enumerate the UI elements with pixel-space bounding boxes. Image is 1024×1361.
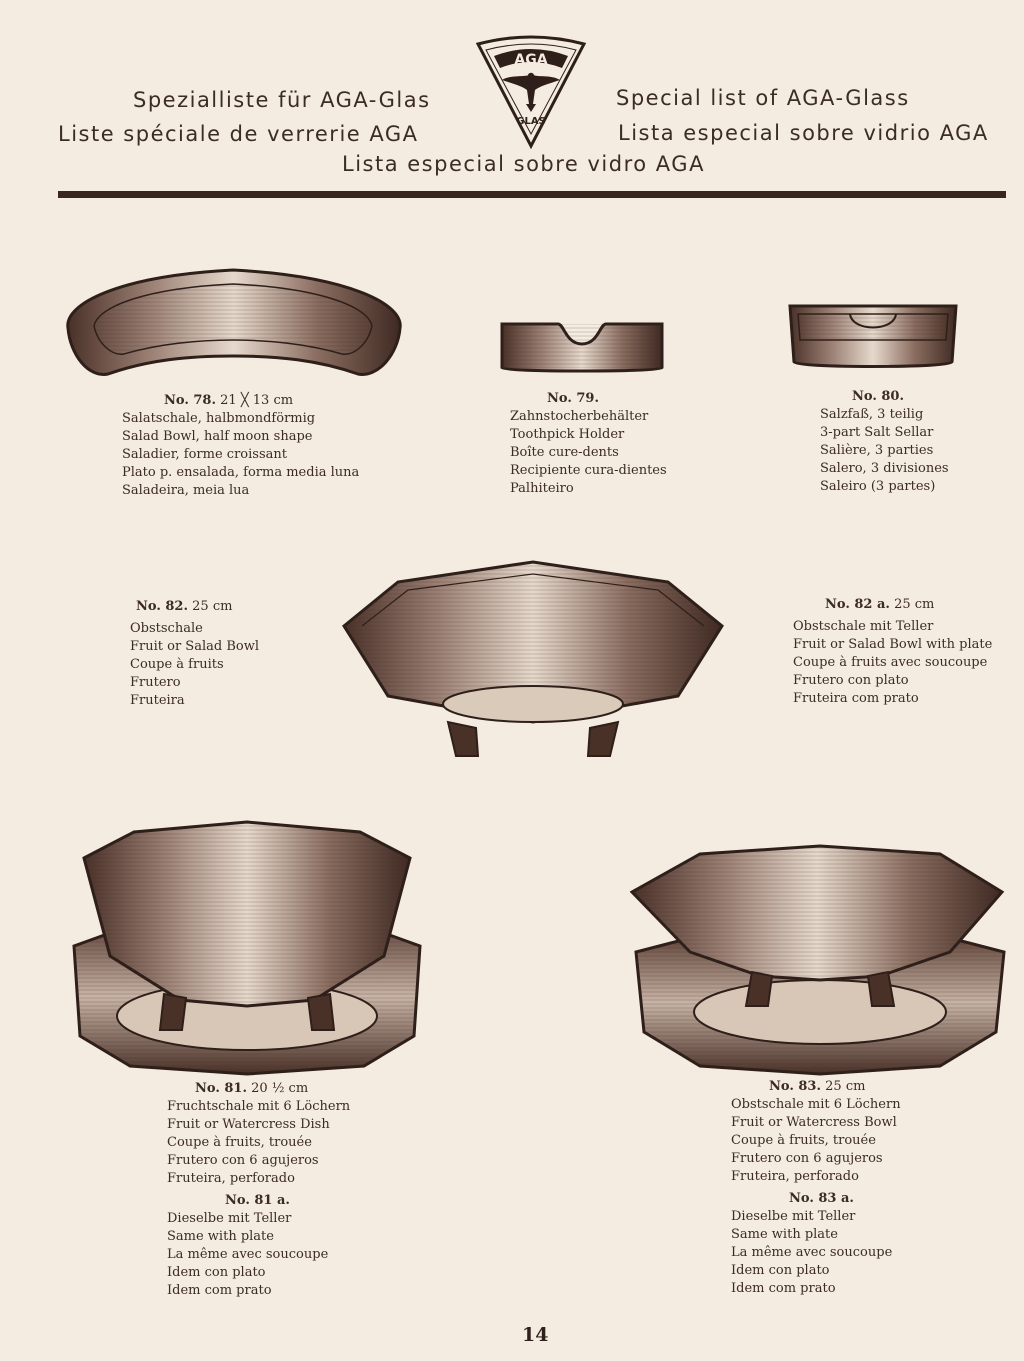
item-83a-line: Idem com prato [731,1281,836,1296]
item-78-line: Salatschale, halbmondförmig [122,411,316,426]
item-79-description: No. 79. Zahnstocherbehälter Toothpick Ho… [510,390,667,498]
item-82a-line: Coupe à fruits avec soucoupe [793,655,988,670]
fruit-bowl-82-illustration [342,560,724,757]
item-83-line: Fruteira, perforado [731,1169,859,1184]
item-78-line: Plato p. ensalada, forma media luna [122,465,360,480]
item-79-number: No. 79. [547,391,599,406]
item-82-number: No. 82. [136,599,188,614]
item-81-number: No. 81. [195,1081,247,1096]
item-83-line: Fruit or Watercress Bowl [731,1115,897,1130]
item-79-line: Zahnstocherbehälter [510,409,649,424]
item-82-description: No. 82. 25 cm Obstschale Fruit or Salad … [130,598,259,710]
eagle-icon [502,72,560,112]
item-82-line: Fruit or Salad Bowl [130,639,259,654]
logo-top-text: AGA [514,52,547,68]
item-83-description: No. 83. 25 cm Obstschale mit 6 Löchern F… [731,1078,901,1298]
item-80-line: Salière, 3 parties [820,443,934,458]
item-80-description: No. 80. Salzfaß, 3 teilig 3-part Salt Se… [820,388,949,496]
header-french: Liste spéciale de verrerie AGA [58,122,419,146]
logo-bottom-text: GLAS [516,116,546,127]
item-78-line: Saladier, forme croissant [122,447,287,462]
item-82a-line: Fruit or Salad Bowl with plate [793,637,993,652]
item-79-line: Palhiteiro [510,481,574,496]
item-78-line: Salad Bowl, half moon shape [122,429,313,444]
item-83-line: Frutero con 6 agujeros [731,1151,883,1166]
item-80-line: 3-part Salt Sellar [820,425,934,440]
item-83a-line: Same with plate [731,1227,838,1242]
item-81-line: Fruit or Watercress Dish [167,1117,330,1132]
item-81-line: Frutero con 6 agujeros [167,1153,319,1168]
item-81a-line: Idem com prato [167,1283,272,1298]
item-81-size: 20 ½ cm [251,1081,309,1096]
fruit-bowl-83-illustration [630,844,1006,1076]
item-82a-description: No. 82 a. 25 cm Obstschale mit Teller Fr… [793,596,992,708]
salad-bowl-78-illustration [66,268,402,376]
item-79-line: Toothpick Holder [510,427,625,442]
item-81a-line: Same with plate [167,1229,274,1244]
item-78-line: Saladeira, meia lua [122,483,250,498]
item-82a-line: Frutero con plato [793,673,909,688]
item-81-line: Coupe à fruits, trouée [167,1135,312,1150]
item-78-number: No. 78. [164,393,216,408]
salt-cellar-80-illustration [788,304,958,368]
item-83-size: 25 cm [825,1079,866,1094]
item-83a-number: No. 83 a. [789,1191,854,1206]
item-81a-line: Dieselbe mit Teller [167,1211,292,1226]
item-81a-number: No. 81 a. [225,1193,290,1208]
item-79-line: Recipiente cura-dientes [510,463,667,478]
item-78-size: 21 ╳ 13 cm [220,393,294,408]
header-rule [58,191,1006,198]
fruit-dish-81-illustration [72,820,422,1076]
page-number: 14 [522,1324,549,1346]
header-german: Spezialliste für AGA-Glas [133,88,431,112]
item-83-number: No. 83. [769,1079,821,1094]
item-81-line: Fruteira, perforado [167,1171,295,1186]
item-82-line: Fruteira [130,693,185,708]
item-81a-line: Idem con plato [167,1265,266,1280]
item-80-line: Salero, 3 divisiones [820,461,949,476]
item-82a-line: Obstschale mit Teller [793,619,934,634]
item-82-line: Obstschale [130,621,203,636]
item-83-line: Obstschale mit 6 Löchern [731,1097,901,1112]
item-82-line: Coupe à fruits [130,657,224,672]
item-83a-line: La même avec soucoupe [731,1245,893,1260]
item-80-line: Salzfaß, 3 teilig [820,407,924,422]
item-81a-line: La même avec soucoupe [167,1247,329,1262]
item-82a-line: Fruteira com prato [793,691,919,706]
item-82a-size: 25 cm [894,597,935,612]
item-81-line: Fruchtschale mit 6 Löchern [167,1099,351,1114]
item-79-line: Boîte cure-dents [510,445,619,460]
item-78-description: No. 78. 21 ╳ 13 cm Salatschale, halbmond… [122,392,359,500]
item-80-number: No. 80. [852,389,904,404]
toothpick-holder-79-illustration [500,322,664,373]
item-81-description: No. 81. 20 ½ cm Fruchtschale mit 6 Löche… [167,1080,350,1300]
item-82a-number: No. 82 a. [825,597,890,612]
item-82-size: 25 cm [192,599,233,614]
header-spanish: Lista especial sobre vidrio AGA [618,121,989,145]
header-english: Special list of AGA-Glass [616,86,910,110]
item-80-line: Saleiro (3 partes) [820,479,936,494]
item-82-line: Frutero [130,675,181,690]
aga-logo: AGA GLAS [475,35,587,150]
header-portuguese: Lista especial sobre vidro AGA [342,152,705,176]
item-83a-line: Idem con plato [731,1263,830,1278]
item-83-line: Coupe à fruits, trouée [731,1133,876,1148]
item-83a-line: Dieselbe mit Teller [731,1209,856,1224]
